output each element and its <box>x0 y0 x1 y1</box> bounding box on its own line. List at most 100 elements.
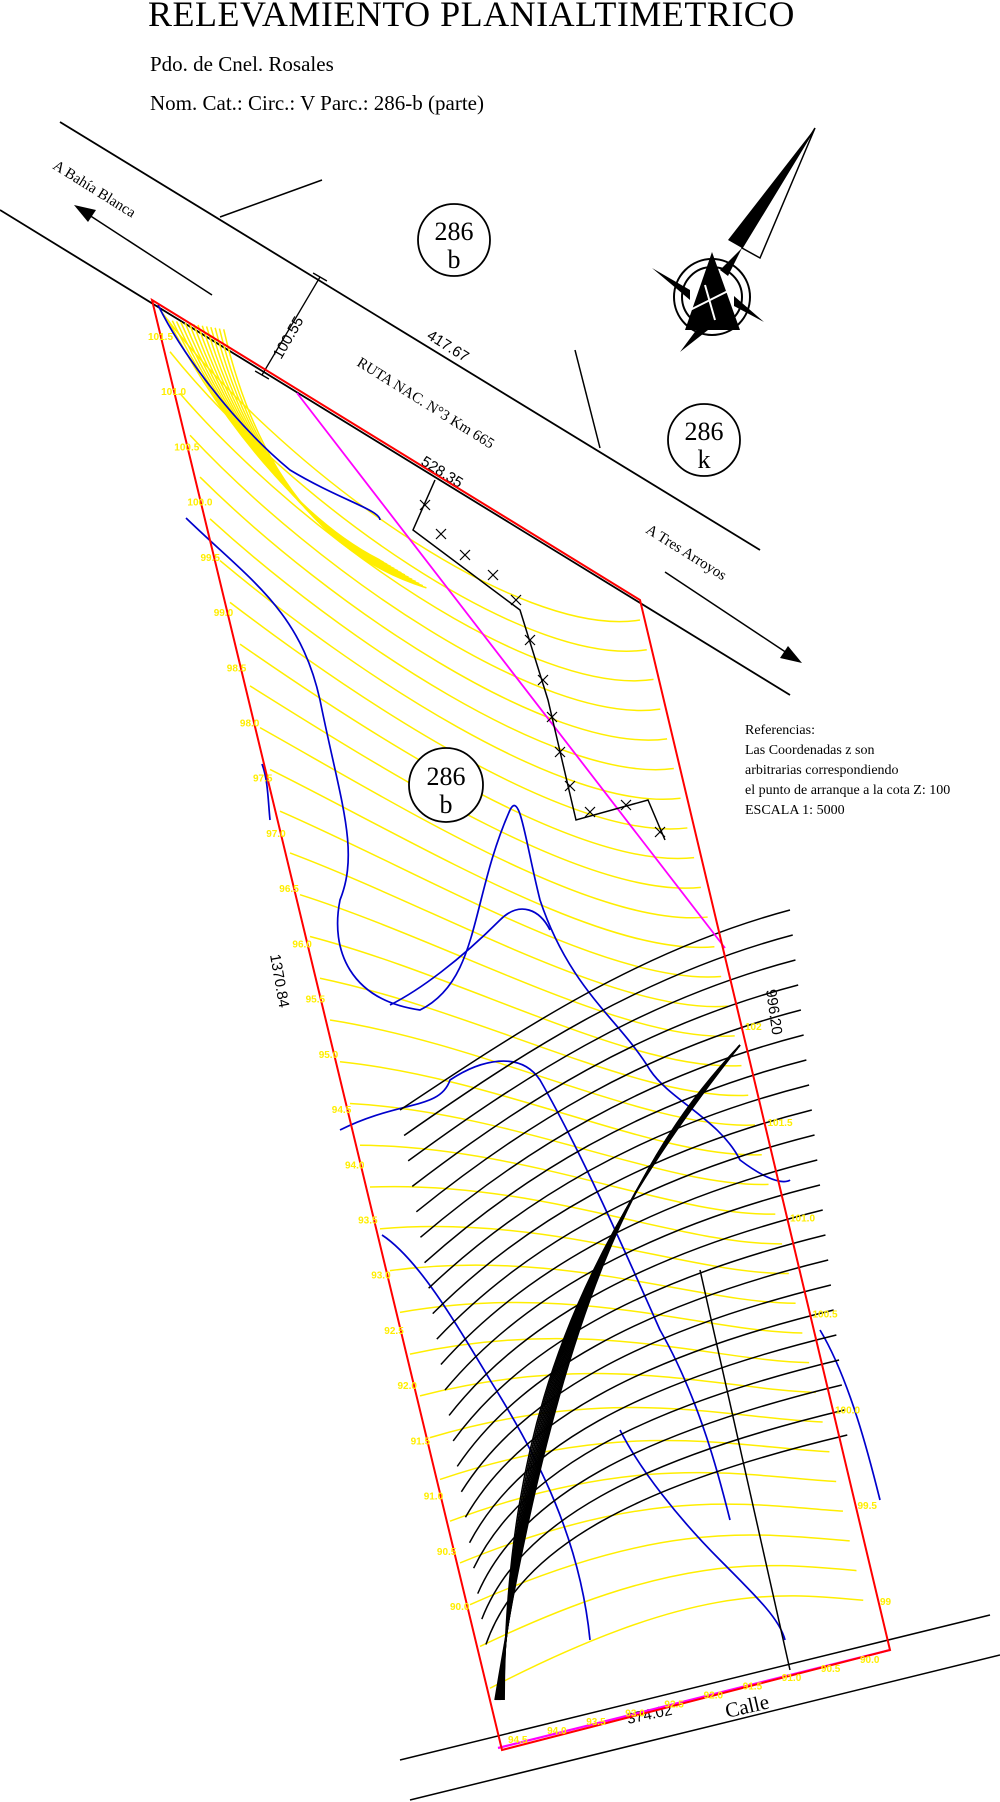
contour-line <box>449 1471 837 1522</box>
contour-line <box>259 726 708 919</box>
fence-post-icon <box>546 711 558 723</box>
survey-line <box>464 1309 834 1518</box>
contour-elevation-label: 101.5 <box>768 1118 793 1129</box>
fence-post-icon <box>654 826 666 838</box>
contour-line <box>218 328 424 587</box>
contour-elevation-label: 98.0 <box>240 719 260 730</box>
contour-line <box>299 893 735 1038</box>
east-side-value: 996.20 <box>762 988 785 1036</box>
contour-elevation-label: 91.0 <box>782 1673 802 1684</box>
contour-elevation-label: 94.0 <box>547 1726 567 1737</box>
survey-line <box>503 1044 741 1701</box>
contour-line <box>214 327 420 585</box>
parcel-letter: b <box>440 790 453 819</box>
contour-labels-south: 94.594.093.593.092.592.091.591.090.590.0 <box>508 1655 880 1746</box>
north-arrow-icon <box>652 127 816 352</box>
contour-elevation-label: 91.0 <box>424 1492 444 1503</box>
contour-elevation-label: 92.0 <box>398 1381 418 1392</box>
page-title: RELEVAMIENTO PLANIALTIMETRICO <box>148 0 795 34</box>
arrow-to-tres-arroyos <box>664 571 802 663</box>
contour-elevation-label: 99.5 <box>201 553 221 564</box>
contour-elevation-label: 99.0 <box>214 608 234 619</box>
contour-line <box>409 1337 810 1364</box>
contour-elevation-label: 93.5 <box>586 1717 606 1728</box>
contour-line <box>189 434 661 712</box>
survey-grid-lines <box>399 909 848 1701</box>
fence-post-icon <box>487 569 499 581</box>
contour-line <box>469 1534 850 1606</box>
contour-line <box>389 1264 796 1304</box>
main-contour-lines <box>157 304 881 1641</box>
north-offset-value: 100.55 <box>270 314 308 362</box>
contour-elevation-label: 94.0 <box>345 1160 365 1171</box>
contour-elevation-label: 90.5 <box>821 1664 841 1675</box>
survey-line <box>403 934 793 1137</box>
contour-elevation-label: 101.5 <box>148 332 173 343</box>
dimension-north-offset <box>254 272 328 380</box>
fence-post-icon <box>524 634 536 646</box>
contour-line <box>339 1061 762 1156</box>
contour-line <box>269 768 715 949</box>
fence-post-icon <box>584 806 596 818</box>
contour-elevation-label: 90.5 <box>437 1547 457 1558</box>
contour-elevation-label: 91.5 <box>411 1436 431 1447</box>
contour-elevation-label: 92.0 <box>704 1691 724 1702</box>
contour-line <box>419 1372 816 1397</box>
contour-elevation-label: 95.5 <box>306 995 326 1006</box>
partido-label: Pdo. de Cnel. Rosales <box>150 52 334 76</box>
parcel-divider-east <box>574 349 601 449</box>
survey-line <box>456 1259 829 1467</box>
survey-line <box>419 1034 804 1238</box>
survey-line <box>424 1059 807 1264</box>
contour-line <box>289 852 728 1008</box>
national-route <box>0 121 791 696</box>
contour-elevation-label: 91.5 <box>743 1682 763 1693</box>
references-heading: Referencias: <box>745 723 815 738</box>
contour-elevation-label: 93.0 <box>371 1271 391 1282</box>
contour-elevation-label: 90.0 <box>450 1602 470 1613</box>
contour-line <box>210 326 416 583</box>
fence-post-icon <box>435 528 447 540</box>
contour-line <box>369 1185 783 1245</box>
contour-line <box>249 685 701 889</box>
survey-line <box>448 1209 823 1416</box>
contour-line <box>199 476 668 741</box>
contour-line <box>239 643 695 860</box>
references-line-1: Las Coordenadas z son <box>745 743 874 758</box>
parcel-number: 286 <box>427 762 466 791</box>
contour-line <box>489 1595 864 1689</box>
street-label: Calle <box>723 1690 772 1723</box>
contour-elevation-label: 100.0 <box>835 1405 860 1416</box>
parcel-marker-286b-main: 286 b <box>408 747 484 823</box>
parcel-letter: b <box>448 245 461 274</box>
contour-line <box>219 560 681 801</box>
survey-line <box>699 1269 791 1671</box>
scale-label: ESCALA 1: 5000 <box>745 803 845 818</box>
contour-line <box>159 309 641 623</box>
fence-post-icon <box>510 594 522 606</box>
contour-elevation-label: 93.0 <box>625 1708 645 1719</box>
survey-line <box>452 1234 826 1442</box>
survey-line <box>407 959 796 1162</box>
contour-elevation-label: 92.5 <box>664 1699 684 1710</box>
contour-elevation-label: 98.5 <box>227 663 247 674</box>
contour-elevation-label: 99 <box>880 1597 892 1608</box>
contour-elevation-label: 97.5 <box>253 774 273 785</box>
survey-line <box>440 1159 818 1366</box>
survey-line <box>415 1009 802 1213</box>
contour-line <box>279 810 722 978</box>
property-boundary <box>150 297 892 1752</box>
arrow-to-bahia-blanca <box>74 205 213 296</box>
references-line-3: el punto de arranque a la cota Z: 100 <box>745 783 950 798</box>
contour-elevation-label: 96.5 <box>279 884 299 895</box>
contour-elevation-label: 93.5 <box>358 1216 378 1227</box>
diagonal-length-value: 528.35 <box>418 453 466 492</box>
contour-line <box>429 1406 823 1439</box>
cadastral-nomenclature: Nom. Cat.: Circ.: V Parc.: 286-b (parte) <box>150 91 484 115</box>
contour-elevation-label: 102 <box>745 1022 762 1033</box>
survey-line <box>477 1384 842 1594</box>
west-side-value: 1370.84 <box>266 953 292 1009</box>
contour-elevation-label: 99.5 <box>858 1501 878 1512</box>
contour-elevation-label: 97.0 <box>266 829 286 840</box>
